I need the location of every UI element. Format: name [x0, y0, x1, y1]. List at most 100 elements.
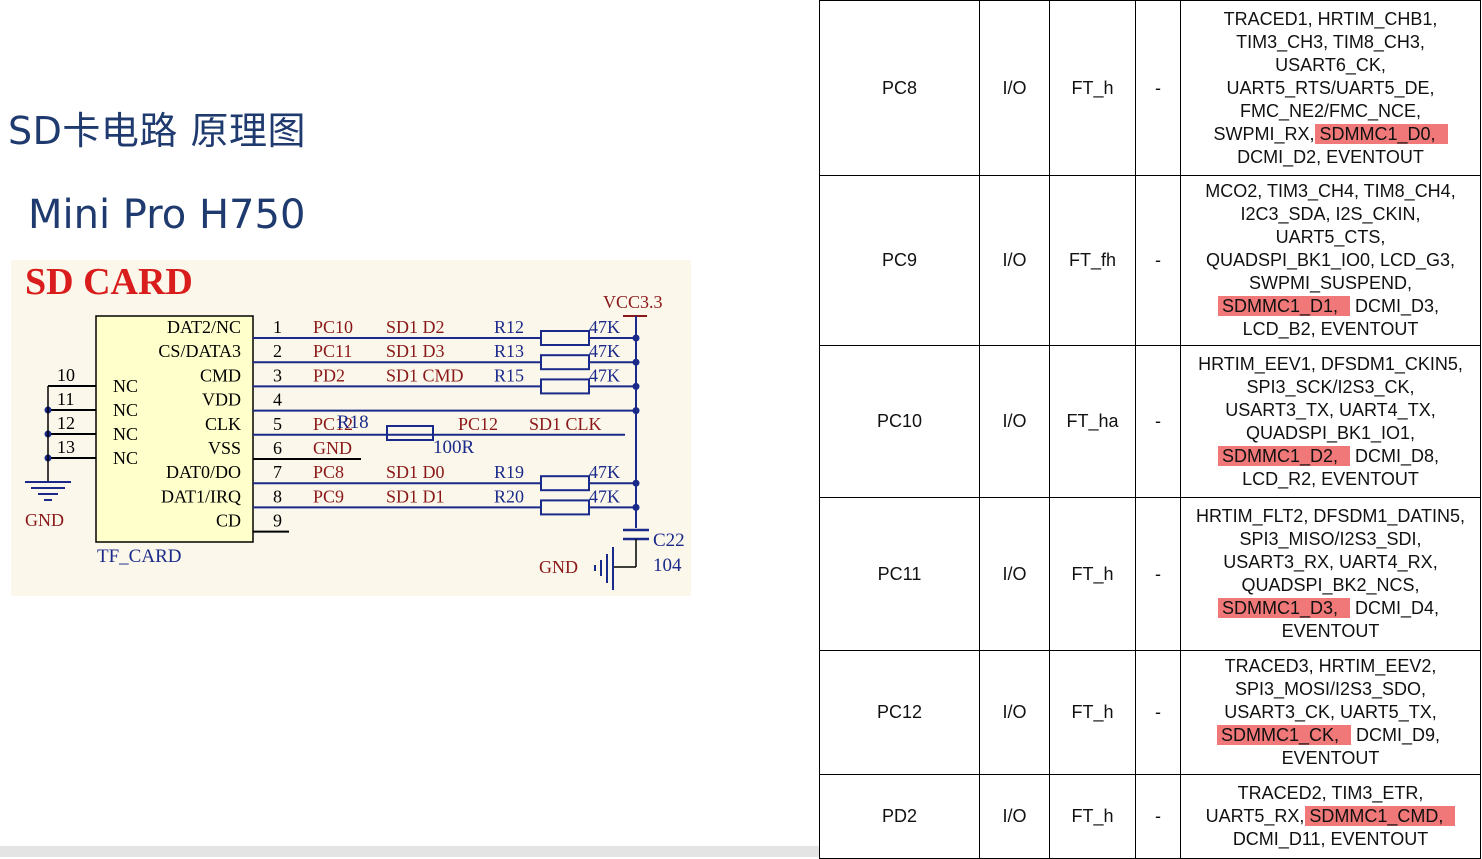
function-text: TRACED1, HRTIM_CHB1, — [1223, 8, 1438, 29]
port-label: PD2 — [313, 365, 345, 385]
resistor-value: 47K — [589, 462, 620, 482]
ground-symbol-left — [25, 481, 71, 501]
function-text: SWPMI_RX, — [1213, 123, 1320, 144]
alternate-function-line: USART6_CK, — [1185, 54, 1476, 77]
pin-number: 2 — [273, 341, 282, 361]
type-cell: I/O — [979, 0, 1050, 176]
function-text: EVENTOUT — [1281, 621, 1380, 641]
resistor-value: 47K — [589, 365, 620, 385]
alternate-function-line: QUADSPI_BK1_IO1, — [1185, 422, 1476, 445]
structure-cell: FT_h — [1049, 497, 1136, 651]
pin-name: DAT1/IRQ — [161, 486, 241, 506]
alternate-function-line: QUADSPI_BK2_NCS, — [1185, 574, 1476, 597]
sdmmc-highlight: SDMMC1_D0, — [1315, 123, 1448, 144]
bottom-scrollbar[interactable] — [0, 846, 819, 857]
function-text: SPI3_MOSI/I2S3_SDO, — [1234, 679, 1427, 699]
pin-name: CD — [216, 511, 241, 531]
pullup-resistor — [540, 499, 590, 516]
port-label: PC12 — [313, 414, 353, 434]
alternate-functions-cell: TRACED1, HRTIM_CHB1,TIM3_CH3, TIM8_CH3,U… — [1180, 0, 1481, 176]
alternate-function-line: SDMMC1_D3, DCMI_D4, — [1185, 597, 1476, 620]
pullup-resistor — [540, 330, 590, 346]
pin-cell: PD2 — [819, 774, 980, 859]
nc-pin-name: NC — [113, 376, 138, 396]
resistor-value: 47K — [589, 341, 620, 361]
alternate-functions-cell: TRACED3, HRTIM_EEV2, SPI3_MOSI/I2S3_SDO,U… — [1180, 650, 1481, 775]
pullup-resistor — [540, 378, 590, 395]
alternate-function-line: MCO2, TIM3_CH4, TIM8_CH4, — [1185, 180, 1476, 203]
pullup-resistor — [540, 475, 590, 492]
nc-pin-number: 13 — [57, 437, 75, 457]
alternate-functions-cell: HRTIM_FLT2, DFSDM1_DATIN5,SPI3_MISO/I2S3… — [1180, 497, 1481, 651]
pin-name: CMD — [200, 365, 241, 385]
pullup-resistor — [540, 354, 590, 371]
alternate-function-line: UART5_CTS, — [1185, 226, 1476, 249]
function-text: DCMI_D11, EVENTOUT — [1232, 829, 1429, 849]
alternate-functions-cell: MCO2, TIM3_CH4, TIM8_CH4,I2C3_SDA, I2S_C… — [1180, 175, 1481, 346]
alternate-function-line: FMC_NE2/FMC_NCE, — [1185, 100, 1476, 123]
resistor-ref: R13 — [494, 341, 524, 361]
function-text: SWPMI_SUSPEND, — [1248, 273, 1413, 293]
net-label: SD1 CLK — [529, 414, 602, 434]
alternate-function-line: SDMMC1_D1, DCMI_D3, — [1185, 295, 1476, 318]
nc-pin-number: 11 — [57, 389, 74, 409]
pin-name: CLK — [205, 414, 241, 434]
pin-number: 1 — [273, 317, 282, 337]
schematic-heading: SD CARD — [25, 261, 193, 303]
pin-cell: PC11 — [819, 497, 980, 651]
alternate-function-line: LCD_B2, EVENTOUT — [1185, 318, 1476, 341]
slide-title: SD卡电路 原理图 — [8, 109, 306, 153]
sdmmc-highlight: SDMMC1_CK, — [1216, 725, 1351, 745]
function-text: LCD_B2, EVENTOUT — [1242, 319, 1419, 339]
alternate-functions-cell: HRTIM_EEV1, DFSDM1_CKIN5,SPI3_SCK/I2S3_C… — [1180, 345, 1481, 498]
pin-number: 8 — [273, 486, 282, 506]
type-cell: I/O — [979, 345, 1050, 498]
clk-port-label: PC12 — [458, 414, 498, 434]
function-text: TRACED2, TIM3_ETR, — [1237, 783, 1424, 803]
port-label: PC11 — [313, 341, 352, 361]
function-text: USART3_TX, UART4_TX, — [1225, 399, 1436, 420]
function-text: HRTIM_EEV1, DFSDM1_CKIN5, — [1198, 353, 1463, 374]
board-title: Mini Pro H750 — [28, 192, 306, 238]
structure-cell: FT_h — [1049, 774, 1136, 859]
alternate-function-line: TRACED1, HRTIM_CHB1, — [1185, 8, 1476, 31]
pin-cell: PC10 — [819, 345, 980, 498]
function-text: SPI3_MISO/I2S3_SDI, — [1239, 529, 1422, 549]
function-text: FMC_NE2/FMC_NCE, — [1239, 100, 1422, 121]
alternate-function-line: USART3_CK, UART5_TX, — [1185, 701, 1476, 724]
alternate-function-line: HRTIM_EEV1, DFSDM1_CKIN5, — [1185, 353, 1476, 376]
notes-cell: - — [1135, 345, 1181, 498]
alternate-function-line: UART5_RX, SDMMC1_CMD, — [1185, 805, 1476, 828]
pin-number: 4 — [273, 390, 282, 410]
function-text: TIM3_CH3, TIM8_CH3, — [1236, 31, 1425, 52]
sdmmc-highlight: SDMMC1_CMD, — [1305, 806, 1456, 826]
type-cell: I/O — [979, 497, 1050, 651]
nc-pin-number: 12 — [57, 413, 75, 433]
nc-pin-number: 10 — [57, 365, 75, 385]
capacitor-ref: C22 — [653, 530, 685, 551]
type-cell: I/O — [979, 175, 1050, 346]
port-label: PC8 — [313, 462, 344, 482]
alternate-function-line: SDMMC1_CK, DCMI_D9, — [1185, 724, 1476, 747]
resistor-ref: R20 — [494, 486, 524, 506]
pin-number: 6 — [273, 438, 282, 458]
type-cell: I/O — [979, 774, 1050, 859]
alternate-function-line: LCD_R2, EVENTOUT — [1185, 468, 1476, 491]
function-text: DCMI_D2, EVENTOUT — [1237, 146, 1424, 167]
ground-symbol-right — [594, 547, 614, 590]
function-text: TRACED3, HRTIM_EEV2, — [1224, 656, 1437, 676]
function-text: UART5_RX, — [1205, 806, 1310, 826]
resistor-ref: R12 — [494, 317, 524, 337]
